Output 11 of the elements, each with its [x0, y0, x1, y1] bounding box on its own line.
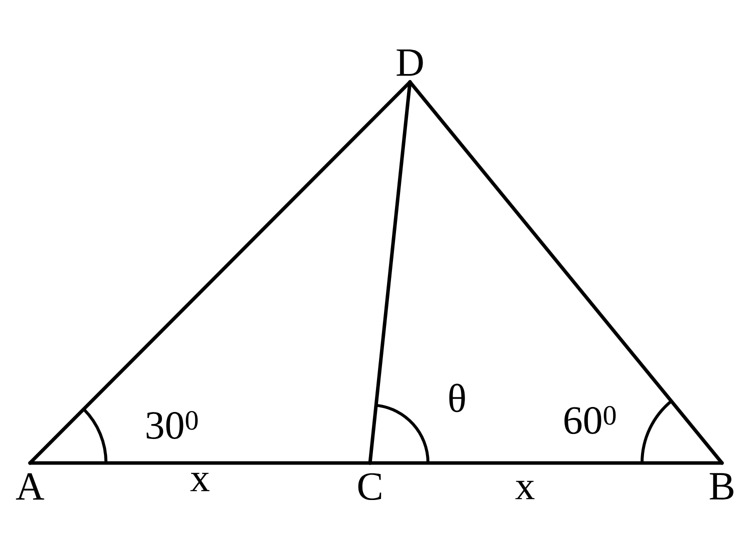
angle-label: 60$^{0}$	[564, 406, 616, 434]
line-segment	[408, 80, 724, 465]
angle-label: θ	[449, 384, 465, 412]
vertex-label: B	[710, 473, 734, 500]
length-label: x	[515, 480, 535, 500]
line-segment	[368, 80, 412, 465]
angle-label: 30$^{0}$	[146, 410, 198, 439]
length-label: x	[190, 472, 210, 492]
vertex-label: A	[16, 473, 44, 500]
vertex-label: D	[396, 50, 423, 76]
vertex-label: C	[358, 473, 382, 500]
